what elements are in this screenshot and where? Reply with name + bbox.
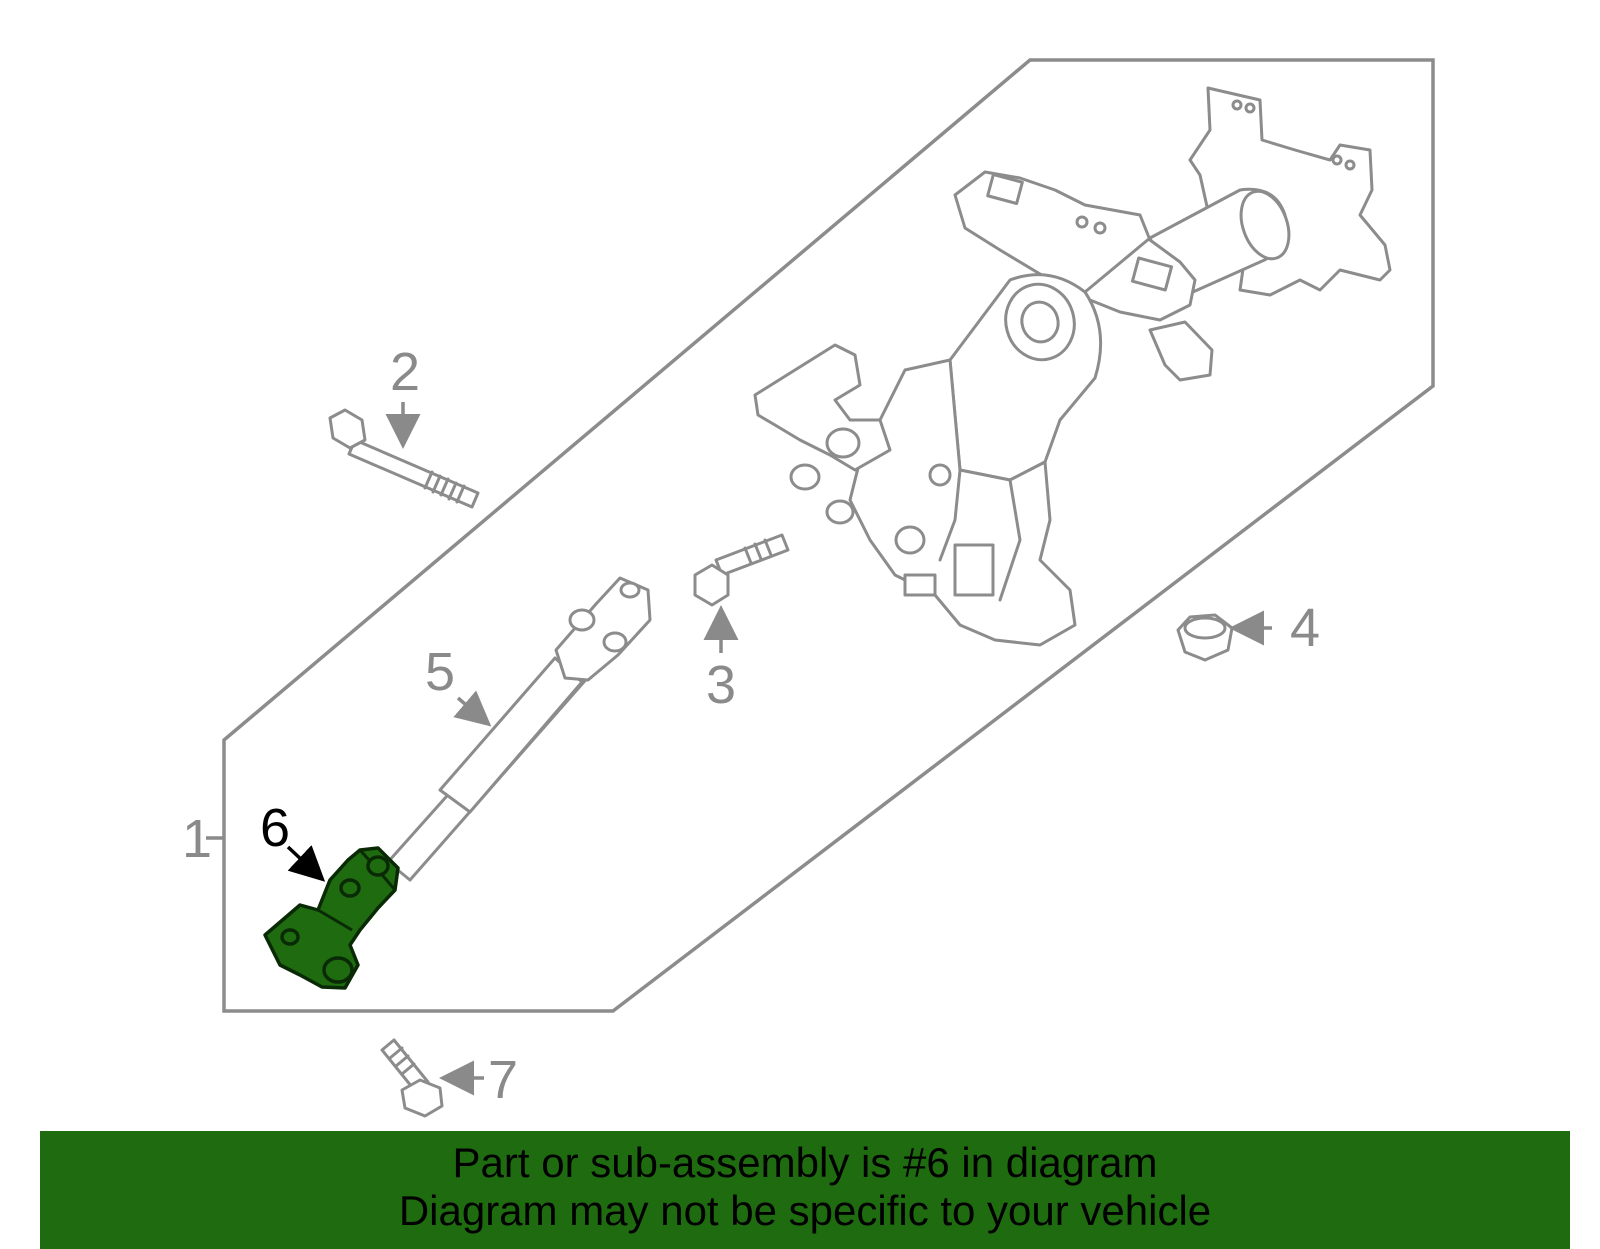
- callout-2: 2: [390, 342, 420, 402]
- part-2-bolt[interactable]: [328, 408, 480, 509]
- leader-6: [286, 845, 326, 882]
- callout-4: 4: [1290, 598, 1320, 658]
- part-7-bolt[interactable]: [380, 1038, 444, 1118]
- callout-7: 7: [488, 1050, 518, 1110]
- assembly-panel: [222, 58, 1435, 1013]
- part-5-intermediate-shaft[interactable]: [386, 576, 652, 882]
- callout-3: 3: [706, 655, 736, 715]
- info-banner: Part or sub-assembly is #6 in diagram Di…: [40, 1131, 1570, 1249]
- part-6-universal-joint[interactable]: [263, 846, 400, 990]
- callout-6: 6: [260, 798, 290, 858]
- callout-5: 5: [425, 642, 455, 702]
- banner-line-disclaimer: Diagram may not be specific to your vehi…: [398, 1187, 1212, 1234]
- steering-column-assembly[interactable]: [753, 86, 1392, 647]
- leader-5: [453, 690, 492, 727]
- callout-1: 1: [182, 809, 212, 869]
- part-3-bolt[interactable]: [693, 533, 790, 607]
- banner-line-part: Part or sub-assembly is #6 in diagram: [452, 1139, 1158, 1186]
- part-4-nut[interactable]: [1176, 613, 1234, 662]
